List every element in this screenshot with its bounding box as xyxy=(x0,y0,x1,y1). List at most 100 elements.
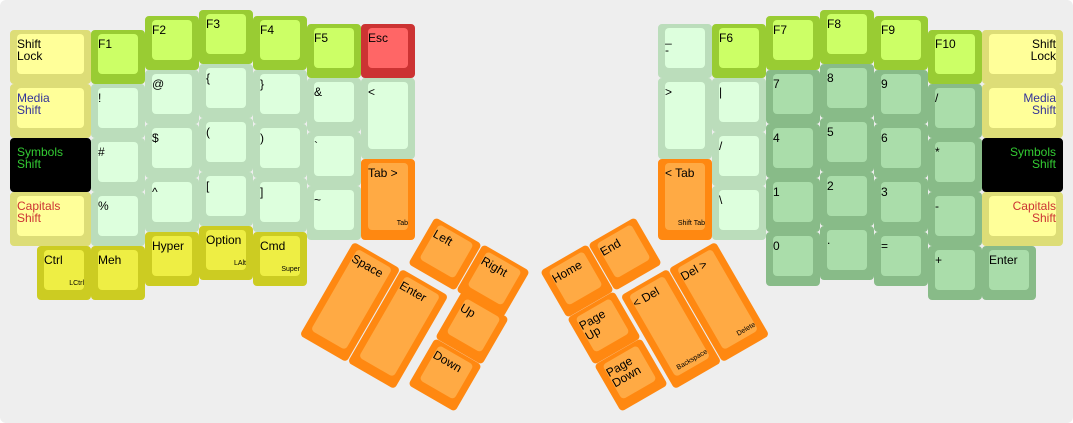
key-cap: F9 xyxy=(881,20,921,60)
key-f3[interactable]: F3 xyxy=(199,10,253,64)
key-f9[interactable]: F9 xyxy=(874,16,928,70)
key-backtick[interactable]: ` xyxy=(307,132,361,186)
key-2[interactable]: 2 xyxy=(820,172,874,226)
key-label: Enter xyxy=(397,278,430,305)
key-0[interactable]: 0 xyxy=(766,232,820,286)
key-7[interactable]: 7 xyxy=(766,70,820,124)
key-tilde[interactable]: ~ xyxy=(307,186,361,240)
key-label: Esc xyxy=(368,31,389,45)
key-cap: F6 xyxy=(719,28,759,68)
key-label: F4 xyxy=(260,23,275,37)
key-enter-right[interactable]: Enter xyxy=(982,246,1036,300)
key-ampersand[interactable]: & xyxy=(307,78,361,132)
key-minus[interactable]: - xyxy=(928,192,982,246)
key-exclamation[interactable]: ! xyxy=(91,84,145,138)
key-label: ) xyxy=(260,131,264,145)
key-left-bracket[interactable]: [ xyxy=(199,172,253,226)
key-hyper[interactable]: Hyper xyxy=(145,232,199,286)
key-right-brace[interactable]: } xyxy=(253,70,307,124)
key-1[interactable]: 1 xyxy=(766,178,820,232)
key-meh[interactable]: Meh xyxy=(91,246,145,300)
key-label: End xyxy=(597,235,624,259)
key-multiply[interactable]: * xyxy=(928,138,982,192)
key-esc[interactable]: Esc xyxy=(361,24,415,78)
key-8[interactable]: 8 xyxy=(820,64,874,118)
key-3[interactable]: 3 xyxy=(874,178,928,232)
key-f7[interactable]: F7 xyxy=(766,16,820,70)
key-label: Enter xyxy=(989,253,1018,267)
key-f10[interactable]: F10 xyxy=(928,30,982,84)
key-f5[interactable]: F5 xyxy=(307,24,361,78)
key-dollar[interactable]: $ xyxy=(145,124,199,178)
key-cap: F1 xyxy=(98,34,138,74)
key-less-than[interactable]: < xyxy=(361,78,415,159)
key-f2[interactable]: F2 xyxy=(145,16,199,70)
key-greater-than[interactable]: > xyxy=(658,78,712,159)
key-equals[interactable]: = xyxy=(874,232,928,286)
key-cap: $ xyxy=(152,128,192,168)
key-cap: ( xyxy=(206,122,246,162)
key-label: | xyxy=(719,85,723,99)
key-9[interactable]: 9 xyxy=(874,70,928,124)
key-backslash[interactable]: \ xyxy=(712,186,766,240)
key-cap: F5 xyxy=(314,28,354,68)
key-label: % xyxy=(98,199,109,213)
key-plus[interactable]: + xyxy=(928,246,982,300)
key-cap: > xyxy=(665,82,705,149)
key-caret[interactable]: ^ xyxy=(145,178,199,232)
key-right-paren[interactable]: ) xyxy=(253,124,307,178)
key-slash[interactable]: / xyxy=(712,132,766,186)
key-hash[interactable]: # xyxy=(91,138,145,192)
key-label: [ xyxy=(206,179,210,193)
key-6[interactable]: 6 xyxy=(874,124,928,178)
key-tab[interactable]: Tab >Tab xyxy=(361,159,415,240)
key-underscore[interactable]: _- xyxy=(658,24,712,78)
key-label: Shift xyxy=(1031,211,1056,225)
key-pipe[interactable]: | xyxy=(712,78,766,132)
key-divide[interactable]: / xyxy=(928,84,982,138)
key-f8[interactable]: F8 xyxy=(820,10,874,64)
key-cap: 0 xyxy=(773,236,813,276)
key-f4[interactable]: F4 xyxy=(253,16,307,70)
key-cap: & xyxy=(314,82,354,122)
key-right-bracket[interactable]: ] xyxy=(253,178,307,232)
key-cap: Esc xyxy=(368,28,408,68)
key-at[interactable]: @ xyxy=(145,70,199,124)
key-label: 9 xyxy=(881,77,888,91)
key-label: Tab > xyxy=(368,166,398,180)
key-label: + xyxy=(935,253,943,267)
key-dot[interactable]: . xyxy=(820,226,874,280)
key-cap: F4 xyxy=(260,20,300,60)
key-left-brace[interactable]: { xyxy=(199,64,253,118)
key-left-paren[interactable]: ( xyxy=(199,118,253,172)
key-f1[interactable]: F1 xyxy=(91,30,145,84)
key-cap: 3 xyxy=(881,182,921,222)
key-f6[interactable]: F6 xyxy=(712,24,766,78)
key-percent[interactable]: % xyxy=(91,192,145,246)
key-4[interactable]: 4 xyxy=(766,124,820,178)
key-label: - xyxy=(665,43,669,57)
key-cap: + xyxy=(935,250,975,290)
key-5[interactable]: 5 xyxy=(820,118,874,172)
key-label: 5 xyxy=(827,125,834,139)
key-label: ! xyxy=(98,91,102,105)
